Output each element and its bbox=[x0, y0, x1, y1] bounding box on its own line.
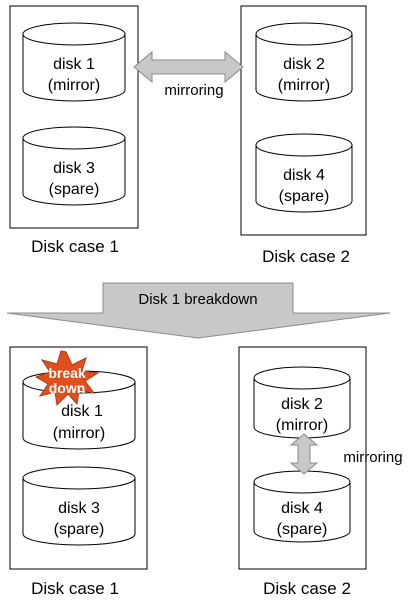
disk-1-role-before: (mirror) bbox=[48, 77, 100, 94]
disk-1-cylinder-before bbox=[22, 22, 126, 102]
disk-3-role-after: (spare) bbox=[54, 521, 105, 538]
disk-4-label-before: disk 4 bbox=[283, 167, 325, 184]
mirroring-label-after: mirroring bbox=[343, 449, 402, 466]
breakdown-transition-arrow bbox=[6, 282, 391, 339]
disk-2-cylinder-after bbox=[253, 366, 351, 439]
disk-4-role-before: (spare) bbox=[279, 188, 330, 205]
disk-case-2-caption-before: Disk case 2 bbox=[262, 247, 350, 266]
disk-4-label-after: disk 4 bbox=[281, 500, 323, 517]
disk-2-cylinder-before bbox=[255, 22, 353, 102]
disk-2-role-after: (mirror) bbox=[276, 417, 328, 434]
breakdown-burst-line2: down bbox=[49, 380, 86, 396]
breakdown-burst-line1: break bbox=[48, 365, 86, 381]
disk-4-cylinder-before bbox=[255, 133, 353, 213]
disk-3-role-before: (spare) bbox=[49, 181, 100, 198]
disk-case-2-box-after bbox=[238, 346, 367, 570]
disk-3-label-after: disk 3 bbox=[58, 500, 100, 517]
mirroring-label-before: mirroring bbox=[164, 82, 223, 99]
mirroring-arrow-vertical bbox=[289, 433, 319, 475]
disk-1-role-after: (mirror) bbox=[53, 425, 105, 442]
disk-3-label-before: disk 3 bbox=[53, 160, 95, 177]
disk-1-label-after: disk 1 bbox=[61, 403, 103, 420]
disk-2-role-before: (mirror) bbox=[278, 77, 330, 94]
disk-3-cylinder-before bbox=[22, 126, 126, 206]
mirroring-arrow-horizontal bbox=[133, 50, 244, 84]
disk-case-2-box-before bbox=[240, 5, 367, 236]
disk-2-label-before: disk 2 bbox=[283, 56, 325, 73]
disk-4-role-after: (spare) bbox=[277, 521, 328, 538]
disk-case-1-box-after bbox=[9, 346, 148, 570]
disk-case-2-caption-after: Disk case 2 bbox=[263, 579, 351, 598]
breakdown-transition-label: Disk 1 breakdown bbox=[138, 291, 257, 308]
disk-3-cylinder-after bbox=[22, 466, 136, 546]
disk-case-1-box-before bbox=[9, 5, 139, 229]
disk-case-1-caption-after: Disk case 1 bbox=[31, 579, 119, 598]
disk-4-cylinder-after bbox=[253, 470, 351, 543]
disk-case-1-caption-before: Disk case 1 bbox=[31, 237, 119, 256]
breakdown-burst-icon bbox=[34, 350, 100, 407]
disk-1-label-before: disk 1 bbox=[53, 56, 95, 73]
disk-2-label-after: disk 2 bbox=[281, 396, 323, 413]
